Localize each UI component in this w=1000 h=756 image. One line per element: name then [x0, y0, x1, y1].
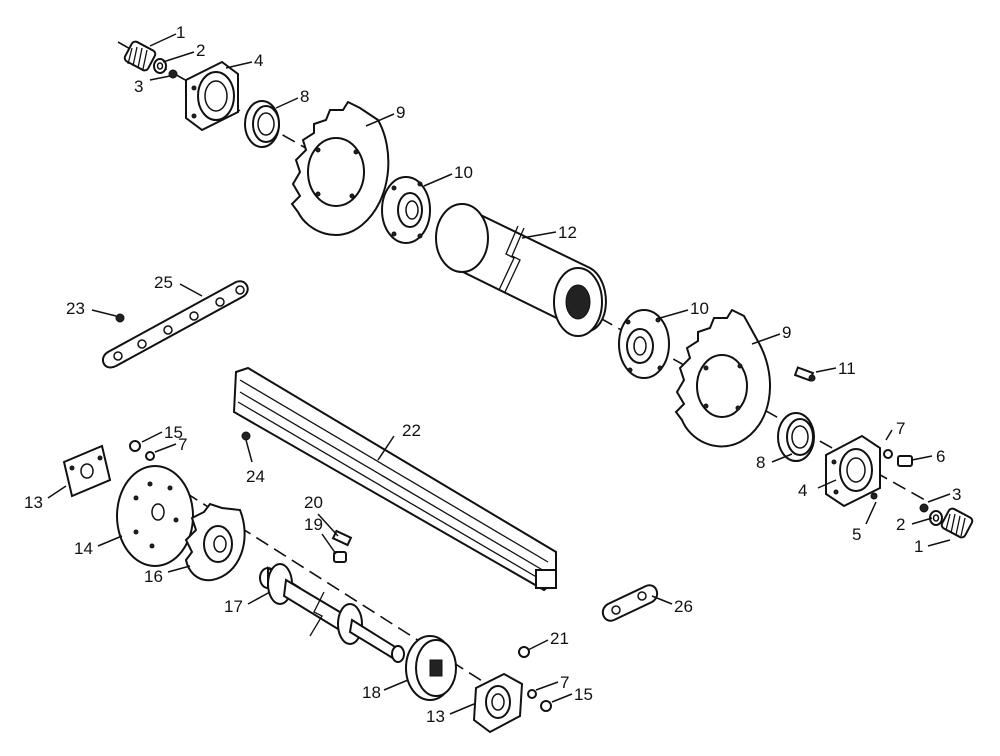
- callout-15-upper: 15: [164, 423, 183, 442]
- callout-7-right: 7: [896, 419, 905, 438]
- callout-13-right: 13: [426, 707, 445, 726]
- sprocket-part-9-upper: [290, 100, 390, 236]
- callout-18: 18: [362, 683, 381, 702]
- bearing-flange-part-4-upper: [185, 60, 239, 132]
- bearing-plate-part-13-left: [62, 444, 112, 498]
- callout-26: 26: [674, 597, 693, 616]
- hub-part-18: [405, 635, 457, 701]
- callout-2-lower: 2: [896, 515, 905, 534]
- callout-7-lower: 7: [560, 673, 569, 692]
- callout-9-lower: 9: [782, 323, 791, 342]
- leader-lines: [47, 33, 951, 715]
- sprocket-part-16: [184, 502, 246, 582]
- screw-part-24: [241, 431, 251, 441]
- washer-part-7-lower: [527, 689, 537, 699]
- callout-8-lower: 8: [756, 453, 765, 472]
- bearing-flange-part-4-lower: [825, 434, 881, 508]
- callout-12: 12: [558, 223, 577, 242]
- chain-link-part-26: [601, 584, 659, 622]
- callout-13-left: 13: [24, 493, 43, 512]
- chain-part-25: [101, 280, 249, 369]
- bearing-plate-part-13-right: [472, 672, 524, 734]
- callout-16: 16: [144, 567, 163, 586]
- nut-part-21: [518, 646, 530, 658]
- callout-3-upper: 3: [134, 77, 143, 96]
- disc-part-14: [116, 465, 194, 567]
- washer-part-2-upper: [153, 58, 167, 74]
- bolt-part-11: [793, 366, 816, 382]
- coupling-part-1-upper: [123, 40, 157, 72]
- callout-21: 21: [550, 629, 569, 648]
- callout-24: 24: [246, 467, 265, 486]
- callout-25: 25: [154, 273, 173, 292]
- nut-part-15-upper: [129, 440, 141, 452]
- callout-4-lower: 4: [798, 481, 807, 500]
- callout-14: 14: [74, 539, 93, 558]
- callout-1-lower: 1: [914, 537, 923, 556]
- callout-3-lower: 3: [952, 485, 961, 504]
- callout-8-upper: 8: [300, 87, 309, 106]
- seal-ring-part-8-upper: [244, 100, 280, 148]
- callout-15-lower: 15: [574, 685, 593, 704]
- bolt-part-23: [115, 313, 125, 323]
- callout-10-lower: 10: [690, 299, 709, 318]
- screw-part-5: [870, 492, 878, 500]
- drum-part-12: [435, 203, 607, 337]
- callout-22: 22: [402, 421, 421, 440]
- flange-plate-part-10-lower: [618, 309, 670, 379]
- callout-19: 19: [304, 515, 323, 534]
- callout-4-upper: 4: [254, 51, 263, 70]
- nut-part-15-lower: [540, 700, 552, 712]
- callout-labels: 1 2 3 4 8 9 10 12 25 23 10 9 11 22 15 7 …: [24, 23, 961, 726]
- flange-plate-part-10-upper: [381, 176, 431, 244]
- callout-1-upper: 1: [176, 23, 185, 42]
- grease-fitting-part-6: [897, 455, 913, 467]
- callout-11: 11: [838, 359, 856, 378]
- callout-17: 17: [224, 597, 243, 616]
- nut-part-7-right: [883, 449, 893, 459]
- shaft-part-17: [259, 563, 405, 663]
- beam-part-22: [232, 366, 557, 592]
- washer-part-7-left: [145, 451, 155, 461]
- sprocket-part-9-lower: [674, 308, 772, 448]
- callout-6: 6: [936, 447, 945, 466]
- callout-23: 23: [66, 299, 85, 318]
- callout-7-upper-left: 7: [178, 435, 187, 454]
- nut-part-3-lower: [919, 503, 929, 513]
- callout-5: 5: [852, 525, 861, 544]
- coupling-part-1-lower: [940, 507, 974, 539]
- callout-9-upper: 9: [396, 103, 405, 122]
- callout-20: 20: [304, 493, 323, 512]
- seal-ring-part-8-lower: [777, 412, 815, 462]
- callout-2-upper: 2: [196, 41, 205, 60]
- callout-10-upper: 10: [454, 163, 473, 182]
- key-part-19: [333, 551, 347, 563]
- nut-part-3-upper: [168, 69, 178, 79]
